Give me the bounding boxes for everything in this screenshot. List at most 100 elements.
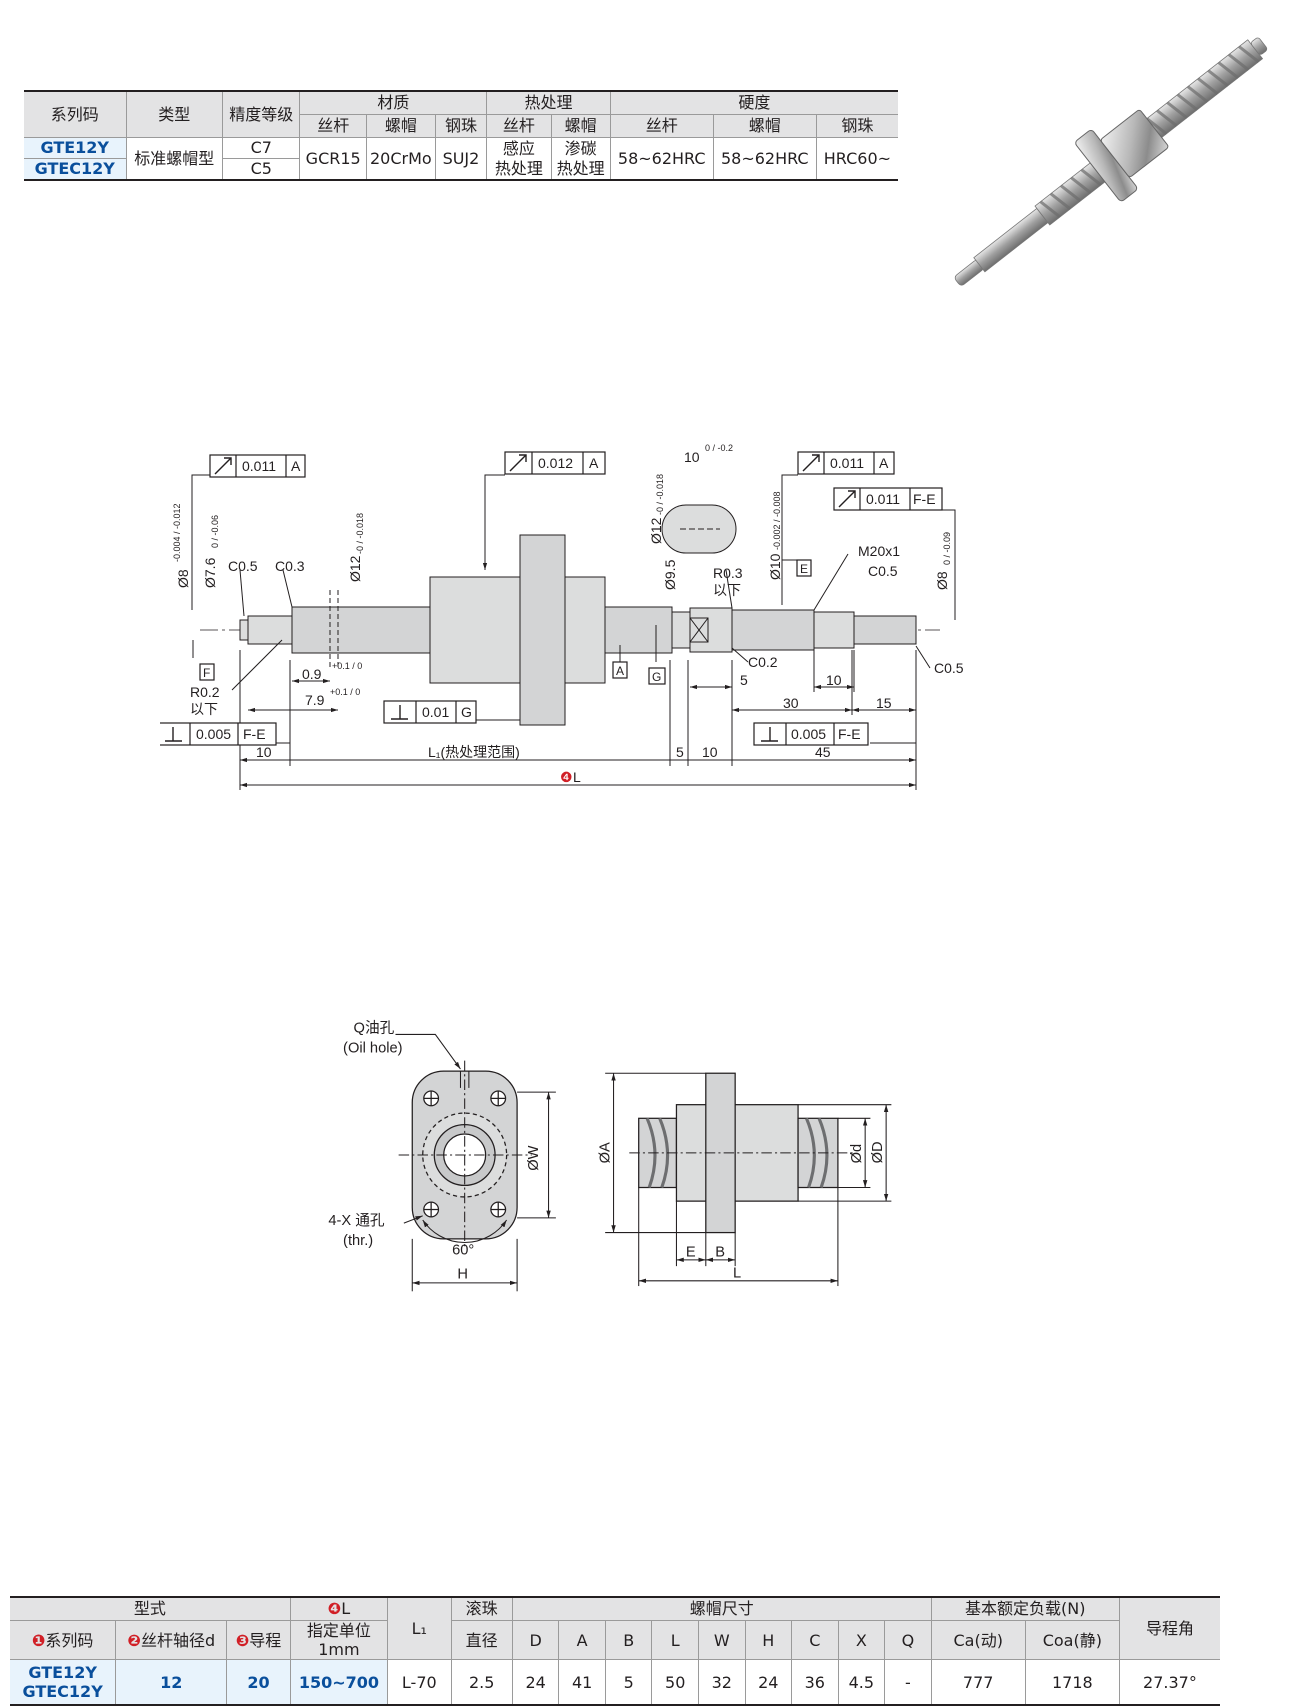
hdr-material-screw: 丝杆 [299,114,367,138]
hdr-heat-nut: 螺帽 [550,114,611,138]
hdr-hardness: 硬度 [609,91,898,115]
heat-screw-line2: 热处理 [494,158,543,178]
hdr-heat: 热处理 [486,91,611,115]
heat-nut-line2: 热处理 [556,158,605,178]
dim-7-9: 7.9 [305,692,325,708]
hdr-nut-size: 螺帽尺寸 [511,1597,932,1621]
row-shaft-dia: 12 [115,1659,228,1706]
hdr-coa: Coa(静) [1024,1620,1120,1661]
dim-b: B [715,1245,725,1261]
hdr-series: ❶系列码 [10,1620,117,1661]
nut-drawing: Q油孔 (Oil hole) ØW 4-X 通孔 (thr.) 60° H ØA… [328,1019,892,1292]
hdr-lead-angle: 导程角 [1118,1597,1220,1661]
hdr-col-w: W [697,1620,746,1661]
hdr-shaft-dia: ❷丝杆轴径d [115,1620,228,1661]
hdr-col-a: A [558,1620,606,1661]
section-width-tol: 0 / -0.2 [705,443,733,453]
oil-hole-en: (Oil hole) [343,1040,402,1056]
row-lead-angle: 27.37° [1118,1659,1220,1706]
accuracy-1: C7 [222,137,301,159]
dim-15: 15 [876,695,892,711]
row-series-1: GTE12Y [28,1663,97,1683]
heat-screw-line1: 感应 [502,139,535,159]
dim-d: Ød [849,1144,865,1164]
hdr-lead-label: 导程 [249,1630,282,1650]
thr-label: (thr.) [343,1233,373,1249]
hdr-col-d: D [511,1620,560,1661]
gt-runout-right-datum: A [879,455,889,471]
row-w: 32 [697,1659,746,1706]
hdr-model: 型式 [10,1597,291,1621]
hdr-l-unit: 指定单位1mm [289,1620,389,1661]
chamfer-c03: C0.3 [275,558,305,574]
gt-runout-left-value: 0.011 [242,458,276,474]
dia-12-tol: -0 / -0.018 [355,513,365,554]
material-screw: GCR15 [299,137,367,181]
type-value: 标准螺帽型 [125,137,224,181]
dia-8-right-tol: 0 / -0.09 [942,532,952,565]
hdr-shaft-label: 丝杆轴径d [140,1630,216,1650]
shaft-drawing: 0.011 A 0.012 A 0.011 A 0.011 F-E 0.005 … [160,443,964,790]
hdr-lead: ❸导程 [226,1620,291,1661]
hdr-series-label: 系列码 [45,1630,94,1650]
material-nut: 20CrMo [365,137,436,181]
hdr-ca: Ca(动) [930,1620,1026,1661]
heat-nut: 渗碳热处理 [550,137,611,181]
radius-r02: R0.2 [190,684,220,700]
hdr-col-l: L [651,1620,699,1661]
hdr-load: 基本额定负载(N) [930,1597,1120,1621]
series-code-1: GTE12Y [24,137,127,159]
hdr-material-nut: 螺帽 [365,114,436,138]
dim-10-a: 10 [826,672,842,688]
dim-l1: L₁(热处理范围) [428,744,520,760]
row-x: 4.5 [837,1659,886,1706]
gt-runout-fe-value: 0.011 [866,491,900,507]
radius-r02-note: 以下 [190,701,218,717]
gt-runout-nut-datum: A [589,455,599,471]
datum-a: A [616,664,624,678]
dia-9-5: Ø9.5 [662,559,678,590]
dia-7-6: Ø7.6 [202,557,218,588]
material-ball: SUJ2 [434,137,488,181]
hdr-accuracy: 精度等级 [222,91,301,138]
hdr-l: ❹L [289,1597,389,1621]
radius-r03: R0.3 [713,565,743,581]
datum-g: G [652,670,661,684]
dim-l: L [733,1266,741,1282]
hdr-l1: L₁ [387,1597,452,1661]
dim-h: H [457,1267,468,1283]
hdr-material: 材质 [299,91,488,115]
hdr-series-num: ❶ [31,1630,46,1650]
angle-60: 60° [452,1243,474,1259]
dim-10-b: 10 [256,744,272,760]
dim-l: L [573,769,581,785]
dia-12: Ø12 [347,555,363,582]
gt-runout-fe-datum: F-E [913,491,936,507]
datum-e: E [800,562,808,576]
hardness-screw: 58~62HRC [609,137,714,181]
gt-runout-left-datum: A [291,458,301,474]
hardness-ball: HRC60~ [815,137,898,181]
row-d: 24 [511,1659,560,1706]
gt-perp-left-datum: F-E [243,726,266,742]
gt-perp-g-value: 0.01 [422,704,449,720]
row-series-2: GTEC12Y [22,1682,103,1702]
dia-7-6-tol: 0 / -0.06 [210,515,220,548]
gt-runout-nut-value: 0.012 [538,455,573,471]
gt-perp-right-datum: F-E [838,726,861,742]
dim-0-9: 0.9 [302,666,322,682]
hdr-type: 类型 [125,91,224,138]
gt-perp-right-value: 0.005 [791,726,826,742]
hdr-col-q: Q [884,1620,932,1661]
row-l: 150~700 [289,1659,389,1706]
accuracy-2: C5 [222,158,300,181]
row-a: 41 [558,1659,606,1706]
datum-f: F [203,666,210,680]
hdr-l-num: ❹ [327,1599,342,1619]
chamfer-c05-left: C0.5 [228,558,258,574]
row-lnut: 50 [651,1659,699,1706]
row-ca: 777 [930,1659,1026,1706]
dim-5-b: 5 [676,744,684,760]
heat-screw: 感应热处理 [486,137,552,181]
